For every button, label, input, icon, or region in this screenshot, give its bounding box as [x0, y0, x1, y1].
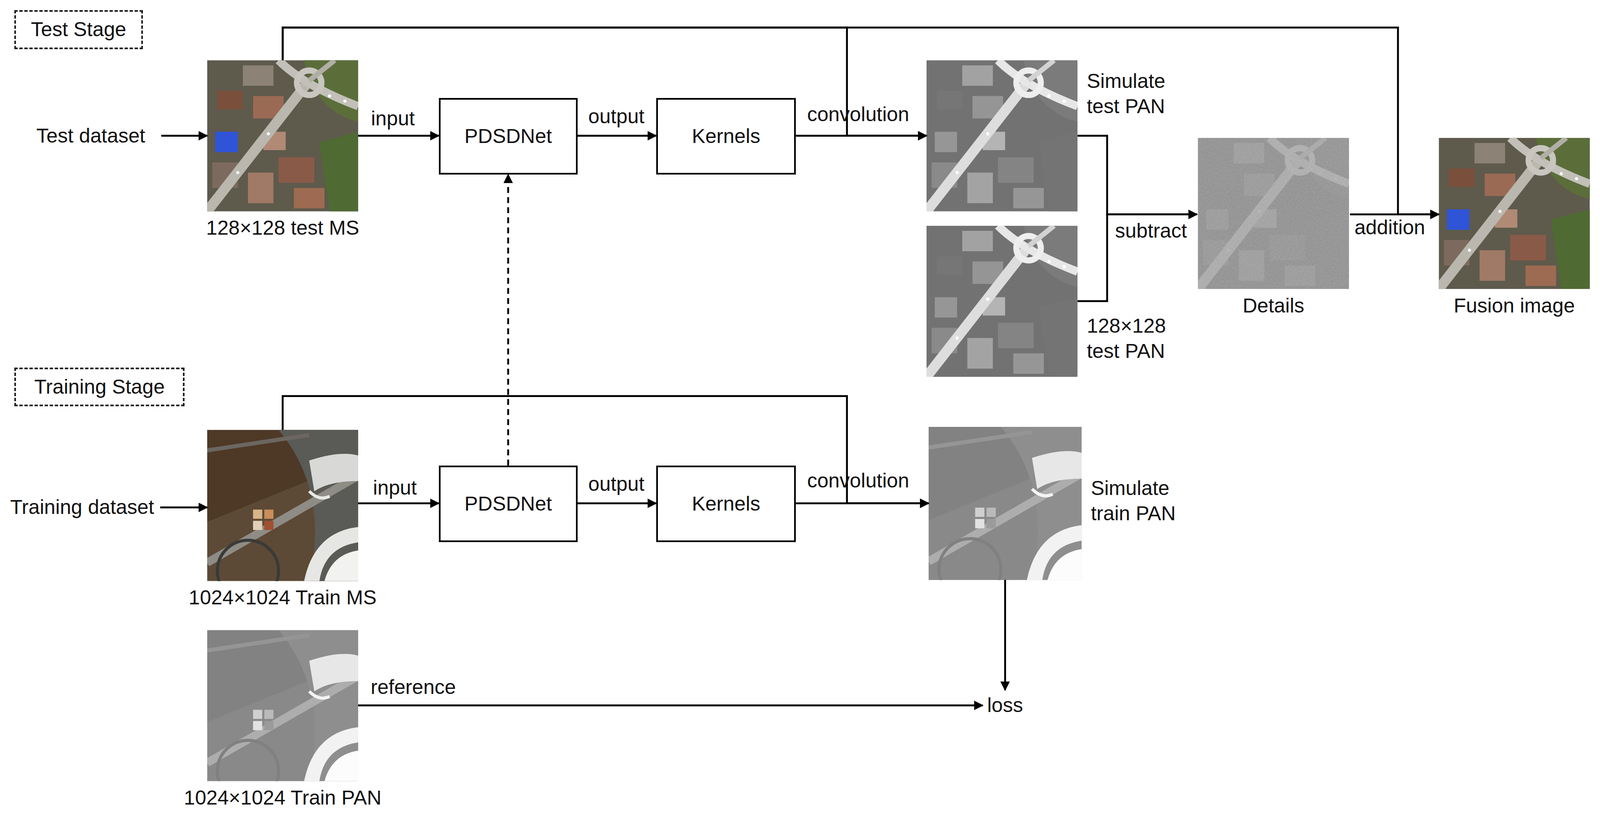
edge-label: input — [370, 106, 415, 131]
loss-label: loss — [982, 689, 1028, 721]
connector-arrow — [1004, 579, 1007, 690]
image-caption: 128×128 test MS — [205, 215, 360, 241]
test-ms-image — [207, 60, 359, 212]
edge-label: addition — [1354, 215, 1426, 240]
process-box: Kernels — [656, 465, 797, 542]
edge-label: subtract — [1115, 218, 1188, 243]
node-text: Kernels — [691, 491, 761, 517]
image-node: Simulate test PAN — [926, 60, 1078, 212]
node-text: loss — [987, 692, 1023, 718]
dataset-label: Training dataset — [4, 491, 161, 523]
connector-arrow — [161, 134, 208, 138]
details-image — [1198, 137, 1350, 289]
connector-arrow — [358, 501, 439, 505]
image-node: 1024×1024 Train MS — [207, 429, 359, 581]
connector-arrow — [282, 396, 929, 504]
image-node: 1024×1024 Train PAN — [207, 629, 359, 781]
connector-arrow — [358, 134, 439, 138]
edge-label: reference — [370, 674, 457, 700]
connector-arrow — [1077, 214, 1197, 301]
connector-arrow — [282, 27, 927, 136]
image-node: 128×128 test PAN — [926, 225, 1078, 377]
connector-arrow — [1349, 213, 1439, 216]
image-node: Fusion image — [1438, 137, 1590, 289]
image-caption: 1024×1024 Train PAN — [183, 784, 382, 811]
process-box: PDSDNet — [438, 97, 578, 175]
node-text: PDSDNet — [464, 491, 552, 517]
image-caption: Details — [1242, 293, 1305, 319]
edge-label: input — [372, 475, 417, 500]
node-text: Training dataset — [10, 494, 154, 520]
sim-train-pan-image — [928, 426, 1082, 601]
node-text: Test Stage — [30, 16, 127, 43]
node-text: PDSDNet — [464, 123, 552, 149]
process-box: PDSDNet — [438, 465, 578, 542]
node-text: Kernels — [691, 123, 761, 149]
dataset-label: Test dataset — [20, 120, 162, 151]
edge-label: output — [588, 471, 645, 497]
image-node: Details — [1196, 137, 1350, 289]
connector-arrow — [577, 134, 657, 138]
connector-arrow — [577, 501, 657, 505]
edge-label: convolution — [807, 102, 910, 127]
stage-label-box: Training Stage — [14, 367, 185, 407]
image-caption: 128×128 test PAN — [1086, 313, 1189, 364]
connector-arrow — [1077, 135, 1197, 215]
node-text: Test dataset — [36, 123, 146, 149]
image-caption: Simulate train PAN — [1090, 475, 1194, 526]
connector-arrow — [160, 506, 208, 509]
fusion-image — [1438, 137, 1590, 289]
dashed-connector — [507, 174, 510, 466]
image-caption: Simulate test PAN — [1086, 68, 1189, 119]
connector-arrow — [282, 27, 1439, 215]
train-pan-image — [207, 629, 359, 802]
edge-label: convolution — [807, 468, 910, 493]
process-box: Kernels — [656, 97, 797, 175]
test-pan-image — [926, 225, 1078, 377]
image-caption: Fusion image — [1453, 293, 1575, 319]
edge-label: output — [588, 104, 645, 129]
stage-label-box: Test Stage — [14, 10, 143, 49]
connector-arrow — [358, 704, 983, 707]
image-caption: 1024×1024 Train MS — [188, 584, 377, 610]
node-text: Training Stage — [34, 374, 165, 400]
train-ms-image — [207, 429, 359, 602]
sim-test-pan-image — [926, 60, 1078, 212]
image-node: Simulate train PAN — [928, 426, 1082, 580]
image-node: 128×128 test MS — [207, 60, 359, 212]
